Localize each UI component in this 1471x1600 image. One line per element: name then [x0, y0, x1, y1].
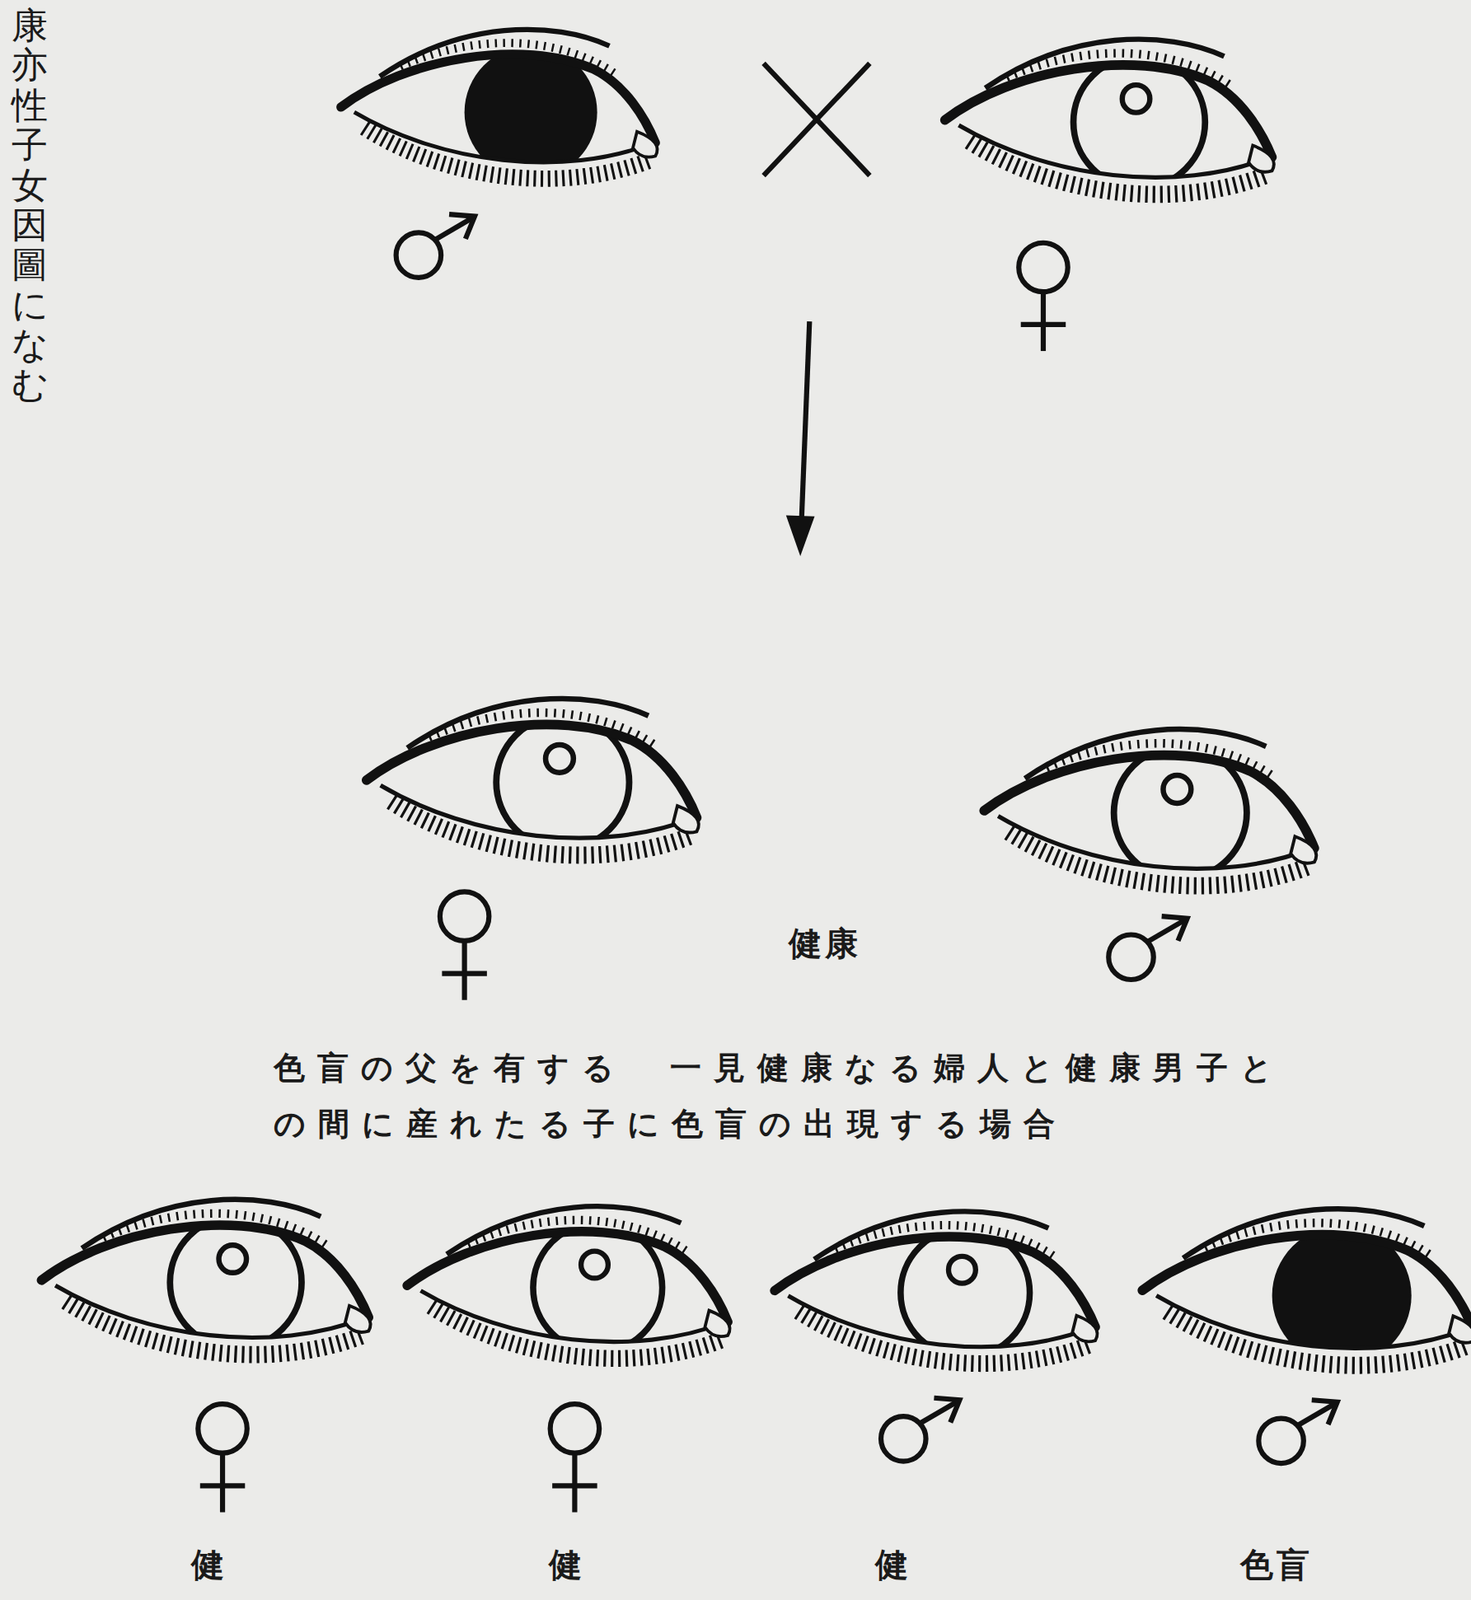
descent-arrow: [801, 321, 810, 526]
eye-label: 色盲: [1240, 1545, 1313, 1586]
healthy-eye: [407, 1206, 731, 1359]
column-text: 康亦性子女因圖になむ: [11, 6, 48, 406]
eye-label: 健: [548, 1545, 586, 1586]
figure-caption: 色盲の父を有する 一見健康なる婦人と健康男子との間に産れたる子に色盲の出現する場…: [273, 1040, 1296, 1153]
healthy-eye: [945, 39, 1275, 195]
cross-mark: [763, 63, 871, 176]
female-symbol: [440, 891, 489, 1000]
male-symbol: [1108, 916, 1187, 980]
female-symbol: [1018, 243, 1068, 352]
cross-mark: [763, 63, 871, 176]
healthy-eye: [366, 698, 699, 856]
healthy-eye: [41, 1199, 371, 1355]
male-symbol: [880, 1398, 960, 1462]
arrow-head: [786, 515, 816, 557]
eye-label: 健康: [788, 924, 862, 965]
healthy-eye: [983, 729, 1317, 886]
colorblind-eye: [341, 29, 658, 179]
healthy-eye: [774, 1211, 1098, 1364]
colorblind-eye: [1142, 1208, 1471, 1366]
eye-label: 健: [875, 1545, 912, 1586]
male-symbol: [1258, 1400, 1337, 1464]
female-symbol: [550, 1404, 600, 1513]
eye-label: 健: [191, 1545, 228, 1586]
female-symbol: [197, 1404, 247, 1513]
male-symbol: [396, 214, 475, 278]
